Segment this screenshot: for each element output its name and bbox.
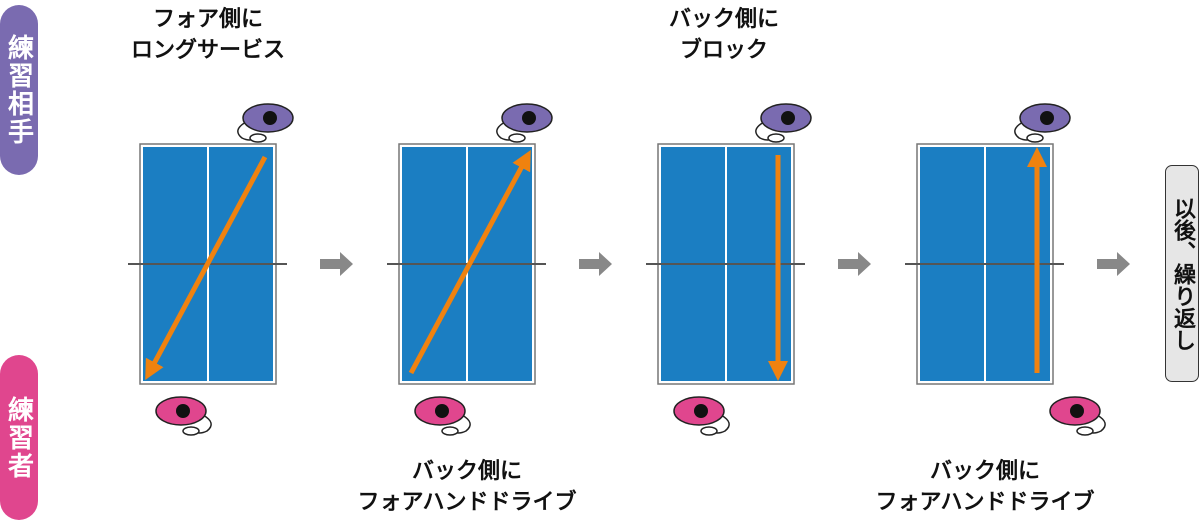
flow-arrow-icon bbox=[579, 252, 612, 276]
paddle-grip-icon bbox=[508, 133, 526, 143]
flow-arrow-icon bbox=[320, 252, 353, 276]
paddle-grip-icon bbox=[767, 133, 785, 143]
flow-arrow-icon bbox=[1097, 252, 1130, 276]
ball-icon bbox=[176, 404, 190, 418]
paddle-grip-icon bbox=[249, 133, 267, 143]
step-4-caption: バック側に フォアハンドドライブ bbox=[855, 456, 1115, 518]
caption-line: バック側に bbox=[929, 459, 1040, 484]
paddle-grip-icon bbox=[441, 426, 459, 436]
repeat-label: 以後、繰り返し bbox=[1165, 165, 1199, 382]
ball-icon bbox=[781, 111, 795, 125]
paddle-grip-icon bbox=[1026, 133, 1044, 143]
step-2-caption: バック側に フォアハンドドライブ bbox=[337, 456, 597, 518]
opponent-label: 練習相手 bbox=[0, 5, 38, 175]
caption-line: バック側に bbox=[411, 459, 522, 484]
caption-line: バック側に bbox=[668, 7, 779, 32]
caption-line: ブロック bbox=[679, 38, 768, 63]
caption-line: フォア側に bbox=[152, 7, 263, 32]
ball-icon bbox=[435, 404, 449, 418]
paddle-grip-icon bbox=[1076, 426, 1094, 436]
practicer-label: 練習者 bbox=[0, 355, 38, 520]
caption-line: フォアハンドドライブ bbox=[357, 490, 577, 515]
caption-line: フォアハンドドライブ bbox=[875, 490, 1095, 515]
caption-line: ロングサービス bbox=[130, 38, 285, 63]
step-1-caption: フォア側に ロングサービス bbox=[78, 4, 338, 66]
ball-icon bbox=[1070, 404, 1084, 418]
paddle-grip-icon bbox=[700, 426, 718, 436]
ball-path-arrow bbox=[145, 155, 268, 381]
ball-icon bbox=[1040, 111, 1054, 125]
paddle-grip-icon bbox=[182, 426, 200, 436]
flow-arrow-icon bbox=[838, 252, 871, 276]
ball-icon bbox=[694, 404, 708, 418]
ball-path-arrow bbox=[408, 149, 531, 375]
ball-icon bbox=[522, 111, 536, 125]
ball-icon bbox=[263, 111, 277, 125]
step-3-caption: バック側に ブロック bbox=[594, 4, 854, 66]
